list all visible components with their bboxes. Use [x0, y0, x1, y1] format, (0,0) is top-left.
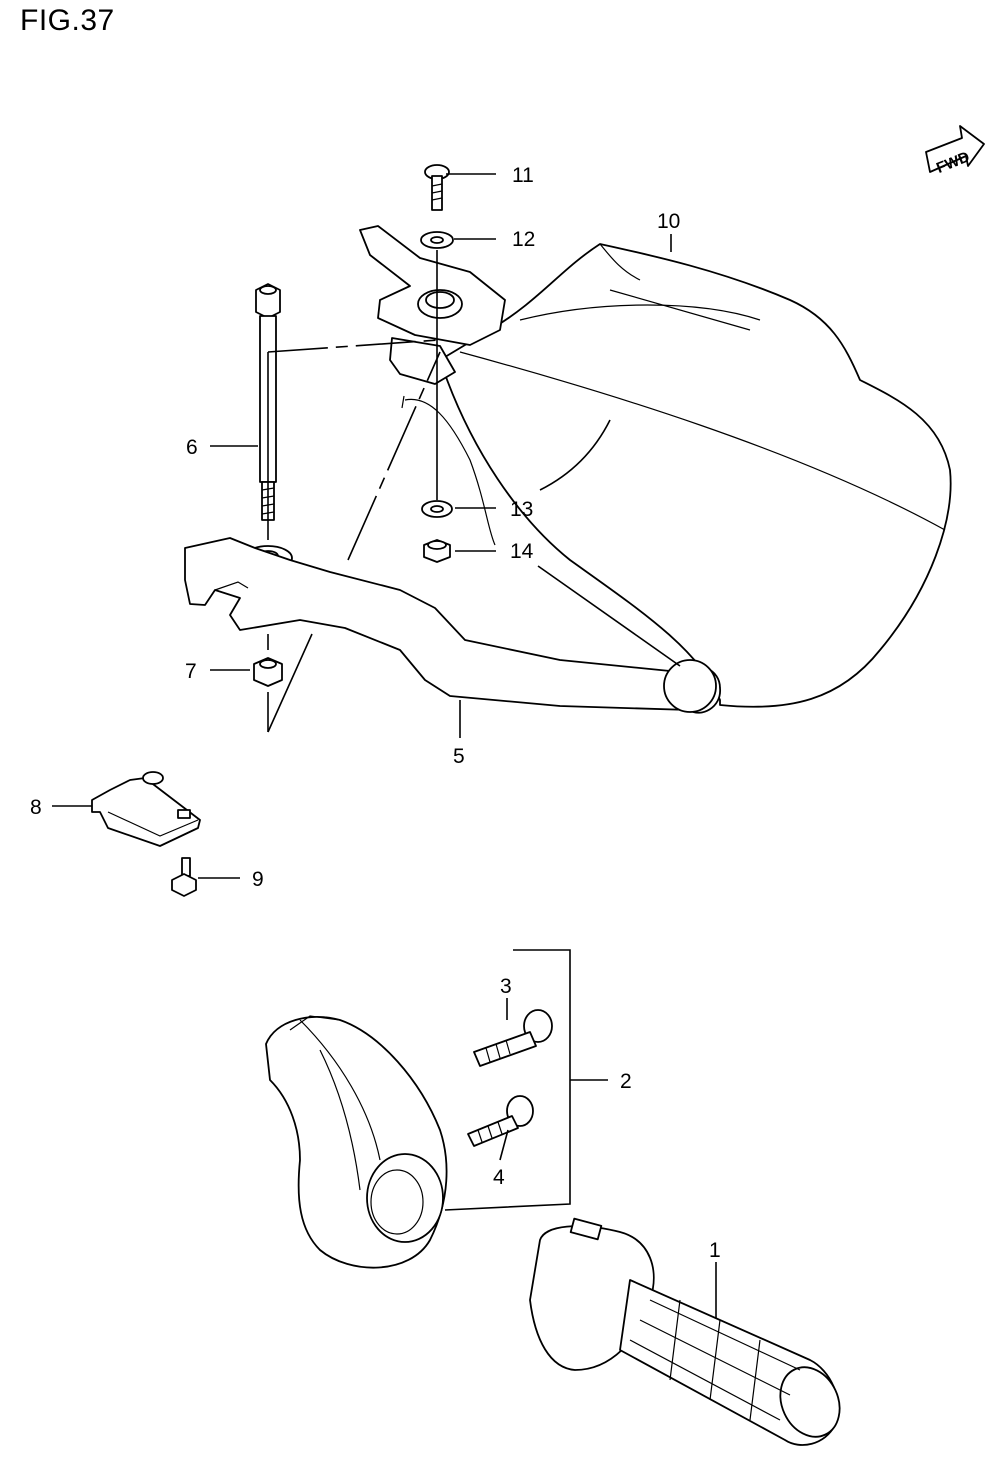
brake-lever-5: [184, 537, 721, 714]
callout-7: 7: [185, 660, 197, 683]
callout-6: 6: [186, 436, 198, 459]
callout-9: 9: [252, 868, 264, 891]
callout-14: 14: [510, 540, 534, 563]
washer-13: [421, 500, 453, 518]
callout-12: 12: [512, 228, 535, 251]
nut-14: [423, 539, 451, 563]
figure-title: FIG.37: [20, 4, 115, 37]
leader-lines: [52, 173, 717, 1318]
callout-labels: 11 12 10 6 13 14 7 5 8 9 3 2 4 1: [30, 164, 721, 1262]
throttle-holder-2: [265, 1015, 448, 1269]
brake-switch-8: [91, 771, 201, 847]
handlebar-grip-1: [529, 1217, 841, 1446]
callout-13: 13: [510, 498, 533, 521]
fwd-arrow-icon: FWD: [925, 125, 985, 177]
callout-2: 2: [620, 1070, 632, 1093]
callout-10: 10: [657, 210, 680, 233]
callout-8: 8: [30, 796, 42, 819]
bolt-3: [473, 1009, 553, 1067]
callout-3: 3: [500, 975, 512, 998]
callout-11: 11: [512, 164, 534, 187]
bolt-4: [467, 1095, 534, 1147]
screw-9: [171, 857, 197, 897]
callout-1: 1: [709, 1239, 721, 1262]
nut-7: [253, 657, 283, 687]
hand-guard: [439, 243, 952, 708]
washer-12: [420, 231, 454, 249]
screw-11: [424, 164, 450, 211]
callout-4: 4: [493, 1166, 505, 1189]
callout-5: 5: [453, 745, 465, 768]
guard-mount-bracket: [359, 225, 506, 546]
